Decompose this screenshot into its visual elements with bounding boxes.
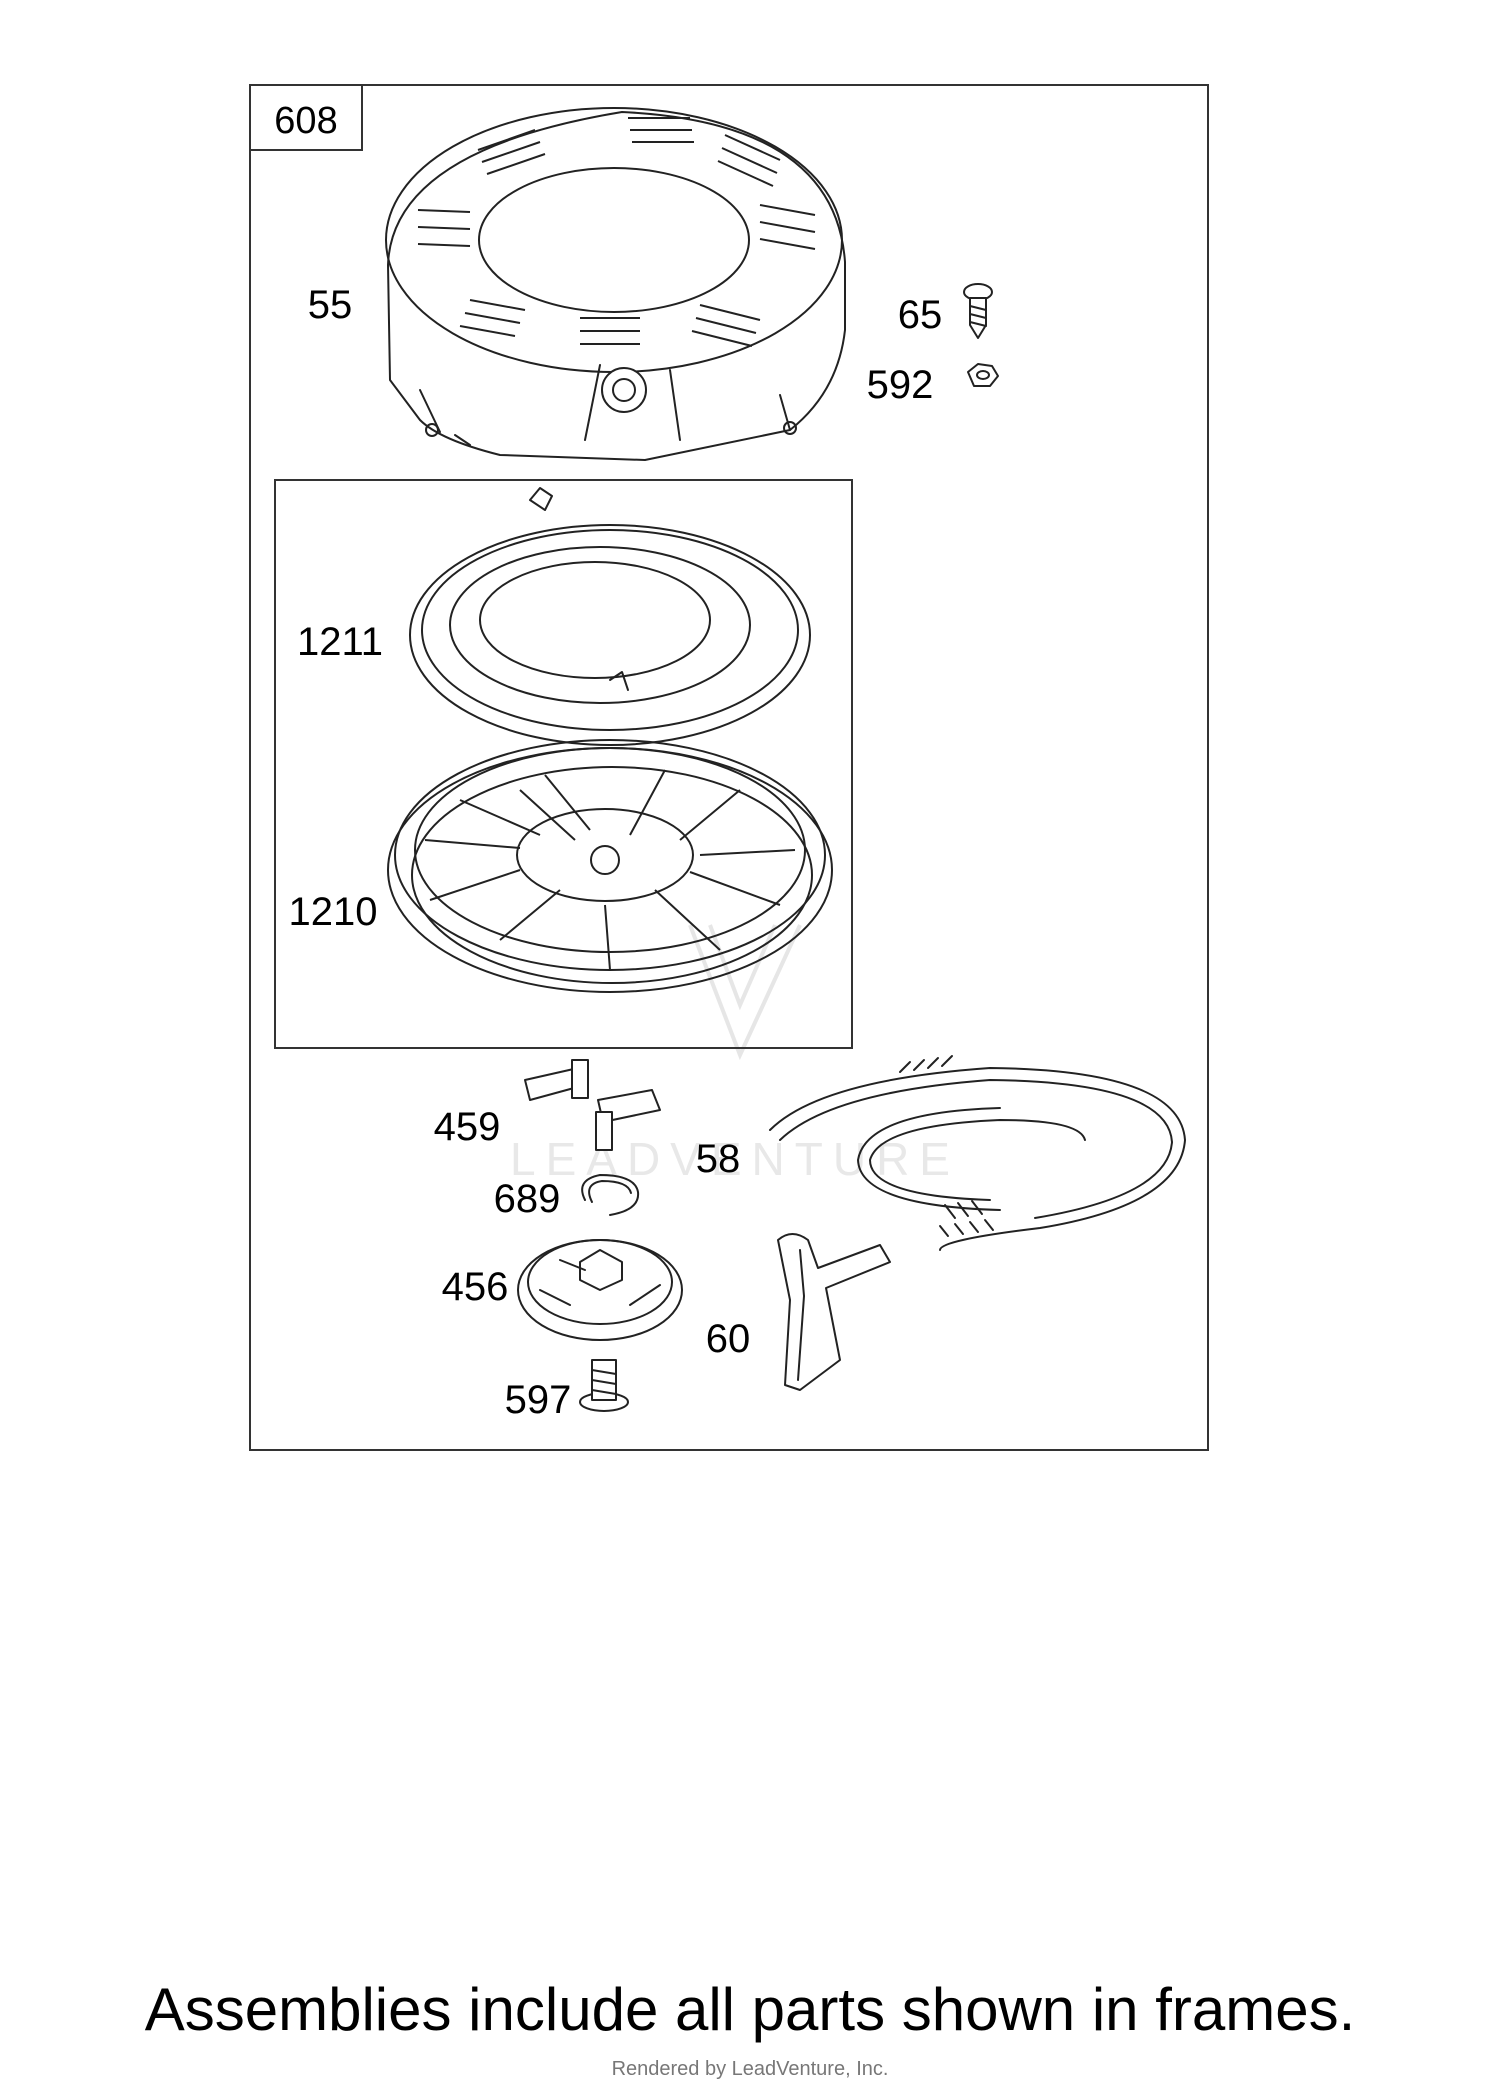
callout-1210[interactable]: 1210 xyxy=(289,890,378,934)
callout-459[interactable]: 459 xyxy=(434,1105,501,1149)
blower-housing-illustration[interactable] xyxy=(385,107,846,461)
callout-1211[interactable]: 1211 xyxy=(297,620,383,664)
pulley-illustration[interactable] xyxy=(387,739,833,993)
starter-handle-illustration[interactable] xyxy=(777,1233,891,1391)
starter-rope-illustration[interactable] xyxy=(769,1055,1186,1251)
shoulder-screw-illustration[interactable] xyxy=(579,1359,629,1412)
ratchet-illustration[interactable] xyxy=(517,1239,683,1341)
screw-illustration[interactable] xyxy=(963,283,993,339)
assemblies-footnote: Assemblies include all parts shown in fr… xyxy=(144,1976,1356,2043)
callout-58[interactable]: 58 xyxy=(696,1137,741,1181)
nut-illustration[interactable] xyxy=(967,363,999,387)
callout-60[interactable]: 60 xyxy=(706,1317,751,1361)
assembly-frame xyxy=(249,84,1209,1451)
callout-456[interactable]: 456 xyxy=(442,1265,509,1309)
assembly-number[interactable]: 608 xyxy=(274,100,337,142)
rewind-spring-illustration[interactable] xyxy=(409,487,811,746)
callout-55[interactable]: 55 xyxy=(308,283,353,327)
callout-597[interactable]: 597 xyxy=(505,1378,572,1422)
assembly-number-box xyxy=(249,84,363,151)
callout-592[interactable]: 592 xyxy=(867,363,934,407)
callout-65[interactable]: 65 xyxy=(898,293,943,337)
callout-689[interactable]: 689 xyxy=(494,1177,561,1221)
render-credit: Rendered by LeadVenture, Inc. xyxy=(611,2058,889,2080)
subassembly-frame xyxy=(274,479,853,1049)
retaining-ring-illustration[interactable] xyxy=(581,1174,640,1216)
pawl-illustration[interactable] xyxy=(524,1059,661,1151)
